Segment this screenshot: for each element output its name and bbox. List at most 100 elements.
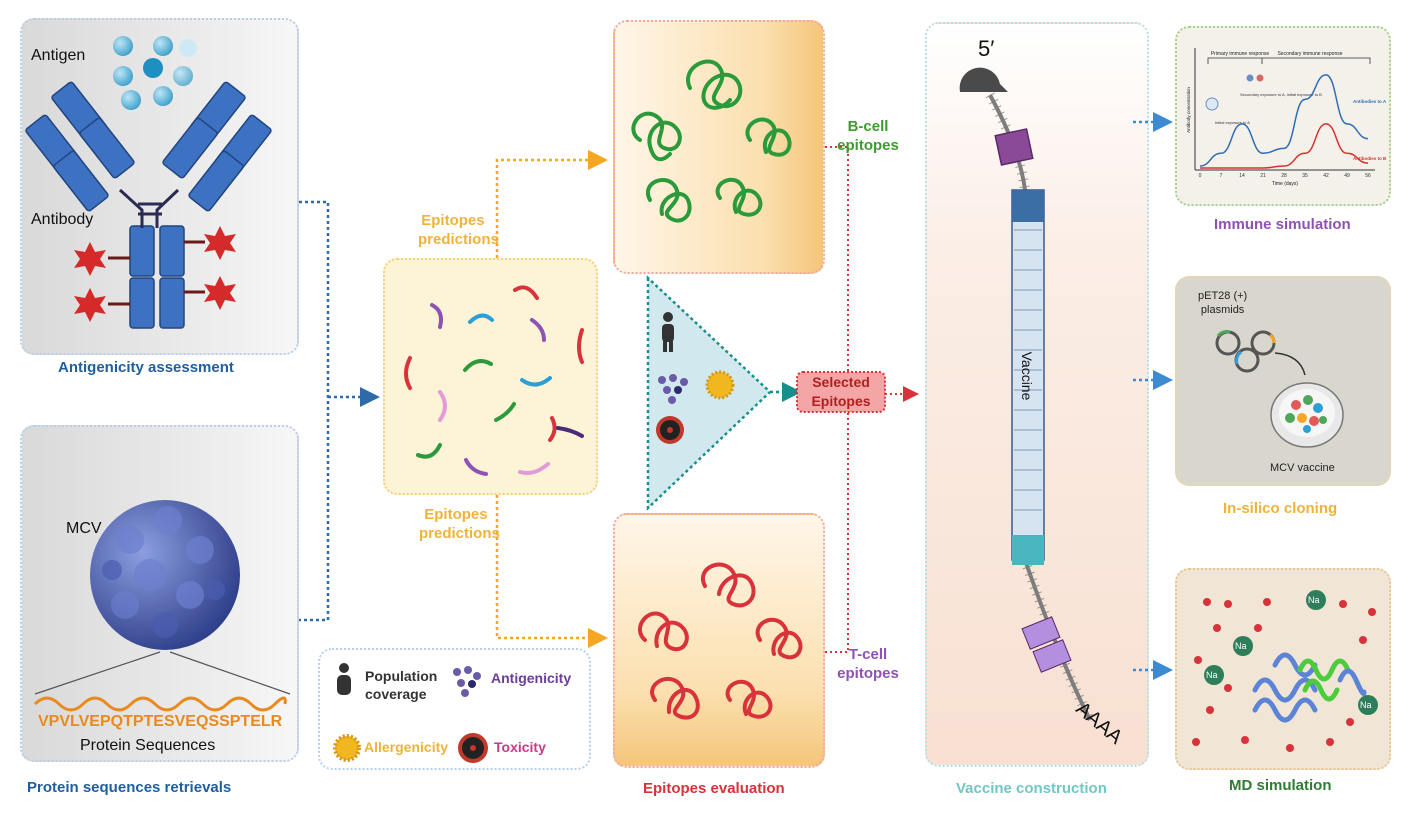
toxicity-icon [656, 416, 684, 444]
allergen-icon [705, 370, 735, 400]
chart-tick-label: 7 [1220, 173, 1223, 179]
chart-tick-label: 21 [1260, 173, 1266, 179]
antibody-label: Antibody [31, 211, 94, 228]
immune-panel [1175, 26, 1391, 206]
protein-title: Protein sequences retrievals [27, 779, 232, 796]
chart-ylabel: Antibody concentration [1186, 87, 1191, 133]
plasmid-icons [1215, 330, 1306, 376]
annotation-secondary: Secondary exposure to A, initial exposur… [1240, 92, 1322, 97]
legend-allergen-icon [333, 734, 361, 762]
sequence-wave [33, 696, 287, 712]
construct-top-segment [1012, 190, 1044, 222]
tcell-line1: T-cell [848, 646, 888, 663]
selected-line1: Selected [812, 374, 870, 390]
antigenicity-dots-icon [658, 374, 688, 404]
legend-allergenicity: Allergenicity [364, 739, 449, 755]
plasmid-label: pET28 (+) plasmids [1198, 289, 1247, 317]
md-title: MD simulation [1229, 777, 1332, 794]
chart-tick-label: 0 [1199, 173, 1202, 179]
bcell-label: B-cell epitopes [830, 117, 906, 155]
na-label-4: Na [1360, 700, 1372, 710]
petri-dish-icon [1270, 382, 1344, 448]
chart-tick-label: 56 [1365, 173, 1371, 179]
antigenicity-title: Antigenicity assessment [58, 359, 234, 376]
selected-line2: Epitopes [811, 393, 871, 409]
phase-secondary: Secondary immune response [1277, 51, 1342, 57]
evaluation-title: Epitopes evaluation [643, 780, 785, 797]
protein-sequences-label: Protein Sequences [80, 737, 216, 754]
antibody-icon [25, 81, 272, 329]
bcell-line2: epitopes [837, 137, 899, 154]
legend-population-line1: Population [365, 668, 438, 684]
antigen-spheres [113, 36, 197, 110]
utr-box [994, 128, 1034, 166]
legend-antigenicity: Antigenicity [491, 670, 572, 686]
utr-box-3 [1032, 639, 1072, 673]
selection-lines [825, 146, 919, 653]
antigen-stars [74, 226, 236, 322]
bcell-epitope-tangles [631, 59, 792, 223]
immune-chart: Primary immune response Secondary immune… [1186, 48, 1387, 187]
mcv-vaccine-label: MCV vaccine [1270, 462, 1335, 474]
legend-antigenicity-icon [453, 666, 481, 697]
prediction-lower-line2: predictions [419, 525, 500, 542]
vaccine-title: Vaccine construction [956, 780, 1107, 797]
plasmid-line1: pET28 (+) [1198, 290, 1248, 302]
tcell-label: T-cell epitopes [830, 645, 906, 683]
na-label-1: Na [1308, 595, 1320, 605]
five-prime-label: 5′ [978, 36, 995, 61]
vaccine-label: Vaccine [1019, 351, 1035, 401]
selected-epitopes-box [796, 371, 886, 413]
vaccine-construct [1011, 189, 1045, 561]
plasmid-line2: plasmids [1200, 304, 1245, 316]
na-label-3: Na [1206, 670, 1218, 680]
chart-tick-label: 28 [1281, 173, 1287, 179]
prediction-upper-line1: Epitopes [421, 212, 485, 229]
antibody-hinge [108, 188, 205, 306]
legend-toxicity: Toxicity [494, 739, 546, 755]
annotation-initial: Initial exposure to A [1215, 120, 1250, 125]
chart-tick-label: 49 [1344, 173, 1350, 179]
construct-bottom-segment [1012, 535, 1044, 565]
protein-sequence: VPVLVEPQTPTESVEQSSPTELR [38, 713, 283, 730]
chart-tick-label: 35 [1302, 173, 1308, 179]
legend-population-line2: coverage [365, 686, 427, 702]
tcell-panel [613, 513, 825, 768]
series-line-0 [1199, 74, 1369, 167]
na-label-2: Na [1235, 641, 1247, 651]
legend-population: Population coverage [365, 667, 437, 703]
antigen-label: Antigen [31, 47, 86, 64]
legend-entry-1: Antibodies to B [1353, 156, 1387, 161]
tcell-line2: epitopes [837, 665, 899, 682]
chart-tick-label: 42 [1323, 173, 1329, 179]
series-line-1 [1200, 123, 1369, 169]
legend-entry-0: Antibodies to A [1353, 99, 1387, 104]
prediction-arrows [495, 150, 608, 648]
utr-box-2 [1021, 616, 1061, 650]
legend-toxicity-icon [458, 733, 488, 763]
output-arrows [1133, 112, 1173, 680]
chart-tick-label: 14 [1239, 173, 1245, 179]
tcell-epitope-tangles [638, 562, 803, 720]
mcv-label: MCV [66, 520, 102, 537]
legend-person-icon [337, 663, 351, 703]
prediction-lower-line1: Epitopes [424, 506, 488, 523]
construct-lines [1014, 229, 1042, 511]
selected-epitopes-label: Selected Epitopes [797, 373, 885, 411]
mcv-virus-icon [90, 500, 240, 650]
person-icon [662, 312, 674, 352]
chart-xlabel: Time (days) [1272, 181, 1299, 187]
cloning-title: In-silico cloning [1223, 500, 1338, 517]
prediction-upper-label: Epitopes predictions [407, 211, 499, 249]
cloning-panel [1175, 276, 1391, 486]
legend-panel [318, 648, 591, 770]
sodium-ions [1204, 590, 1378, 715]
phase-primary: Primary immune response [1211, 51, 1270, 57]
immune-title: Immune simulation [1214, 216, 1351, 233]
prediction-upper-line2: predictions [418, 231, 499, 248]
epitope-fragments [404, 285, 584, 476]
bcell-line1: B-cell [847, 118, 889, 135]
prediction-lower-label: Epitopes predictions [412, 505, 500, 543]
cap-icon [959, 67, 1008, 92]
